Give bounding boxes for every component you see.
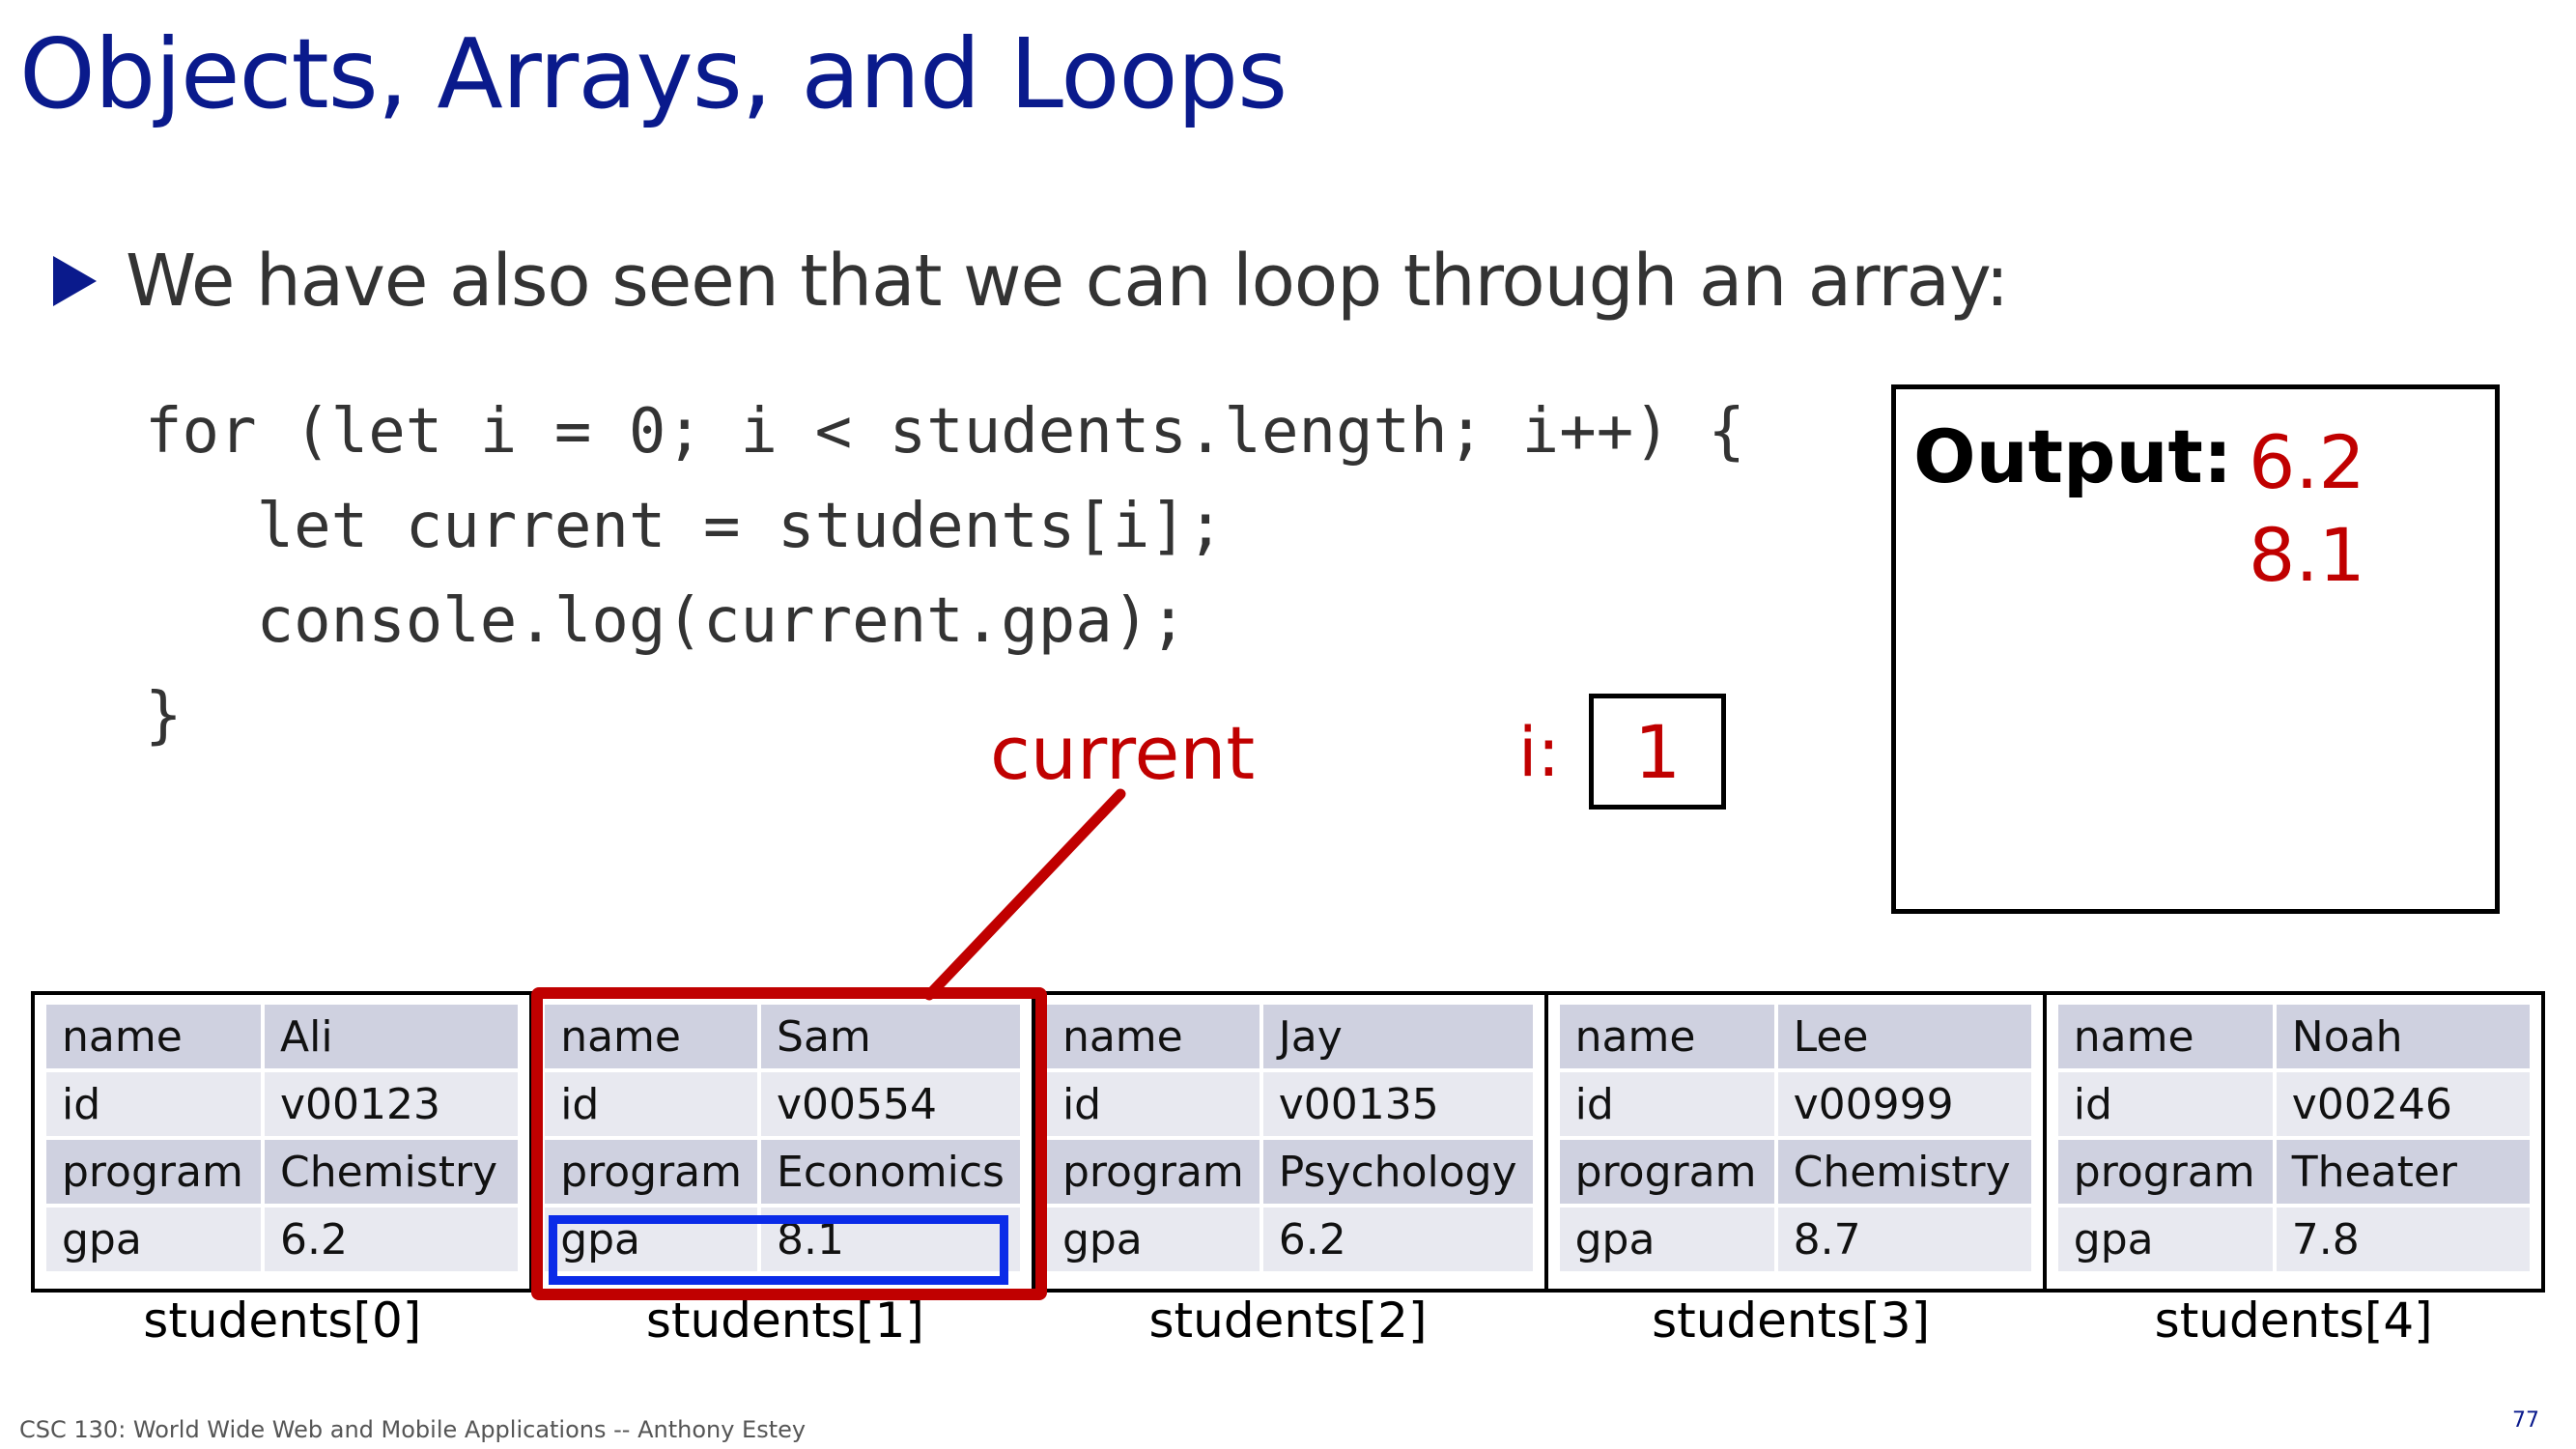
field-value: Theater [2276,1140,2530,1204]
field-key: gpa [1559,1208,1774,1271]
field-key: gpa [1046,1208,1260,1271]
field-key: program [2057,1140,2273,1204]
field-value: Noah [2276,1005,2530,1068]
field-key: program [1559,1140,1774,1204]
field-key: name [1559,1005,1774,1068]
slide-footer: CSC 130: World Wide Web and Mobile Appli… [19,1416,807,1443]
field-key: gpa [2057,1208,2273,1271]
field-value: 8.7 [1777,1208,2031,1271]
field-value: Lee [1777,1005,2031,1068]
field-value: v00554 [761,1072,1020,1136]
record-caption: students[2] [1148,1293,1428,1349]
field-key: id [1559,1072,1774,1136]
field-value: v00135 [1262,1072,1533,1136]
record-caption: students[4] [2154,1293,2433,1349]
i-value-box: 1 [1589,694,1726,810]
gpa-highlight-frame [549,1215,1008,1285]
field-value: 6.2 [1262,1208,1533,1271]
field-key: id [545,1072,758,1136]
field-key: id [2057,1072,2273,1136]
field-value: Jay [1262,1005,1533,1068]
record-caption: students[1] [645,1293,924,1349]
field-key: program [46,1140,261,1204]
field-value: Ali [265,1005,519,1068]
field-value: v00999 [1777,1072,2031,1136]
output-value-1: 6.2 [2249,419,2365,505]
field-key: gpa [46,1208,261,1271]
field-key: program [545,1140,758,1204]
field-key: name [46,1005,261,1068]
output-value-2: 8.1 [2249,512,2365,598]
field-value: Chemistry [1777,1140,2031,1204]
code-line-4: } [145,680,183,752]
code-line-2: let current = students[i]; [145,491,1225,562]
record-captions: students[0] students[1] students[2] stud… [31,1293,2545,1349]
output-values: 6.2 8.1 [2249,416,2365,602]
page-number: 77 [2512,1408,2539,1433]
field-value: Psychology [1262,1140,1533,1204]
field-key: program [1046,1140,1260,1204]
field-key: name [2057,1005,2273,1068]
i-label: i: [1518,713,1561,792]
current-label: current [990,710,1256,796]
field-value: Economics [761,1140,1020,1204]
current-highlight-frame [531,987,1047,1300]
field-value: v00246 [2276,1072,2530,1136]
output-label: Output: [1913,413,2233,499]
field-value: Sam [761,1005,1020,1068]
field-value: 6.2 [265,1208,519,1271]
slide-title: Objects, Arrays, and Loops [19,17,1288,130]
field-key: name [1046,1005,1260,1068]
record-caption: students[3] [1652,1293,1931,1349]
bullet-text: We have also seen that we can loop throu… [126,240,2009,323]
field-value: Chemistry [265,1140,519,1204]
record-caption: students[0] [143,1293,422,1349]
field-value: v00123 [265,1072,519,1136]
field-key: id [46,1072,261,1136]
field-key: name [545,1005,758,1068]
code-line-3: console.log(current.gpa); [145,585,1187,657]
i-value: 1 [1633,708,1682,795]
code-line-1: for (let i = 0; i < students.length; i++… [145,396,1745,468]
field-value: 7.8 [2276,1208,2530,1271]
output-box: Output: 6.2 8.1 [1891,384,2500,914]
field-key: id [1046,1072,1260,1136]
triangle-bullet-icon [53,256,97,306]
bullet-point: We have also seen that we can loop throu… [53,240,2009,323]
